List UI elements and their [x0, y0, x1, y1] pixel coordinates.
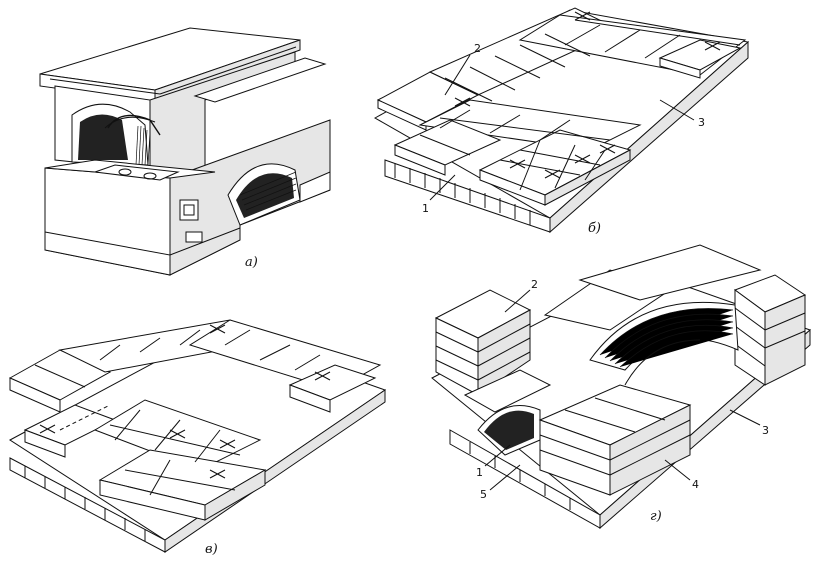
panel-v-label: в)	[205, 542, 218, 557]
panel-a-label: а)	[245, 255, 258, 270]
panel-g-callout-3: 3	[762, 424, 769, 437]
panel-g-arches: 2 3 1 5 4 г)	[431, 244, 811, 530]
panel-b-label: б)	[588, 221, 601, 236]
panel-a-stove	[39, 27, 331, 276]
panel-b-callout-3: 3	[698, 116, 705, 129]
panel-g-label: г)	[650, 509, 662, 524]
panel-g-callout-4: 4	[692, 478, 699, 491]
panel-v-course-plan: в)	[8, 319, 387, 557]
panel-b-callout-1: 1	[422, 202, 429, 215]
panel-g-callout-1: 1	[476, 466, 483, 479]
panel-g-callout-2: 2	[531, 278, 538, 291]
panel-g-callout-5: 5	[480, 488, 487, 501]
panel-b-callout-2: 2	[474, 42, 481, 55]
panel-b-course-plan: 2 3 1 б)	[373, 7, 750, 236]
